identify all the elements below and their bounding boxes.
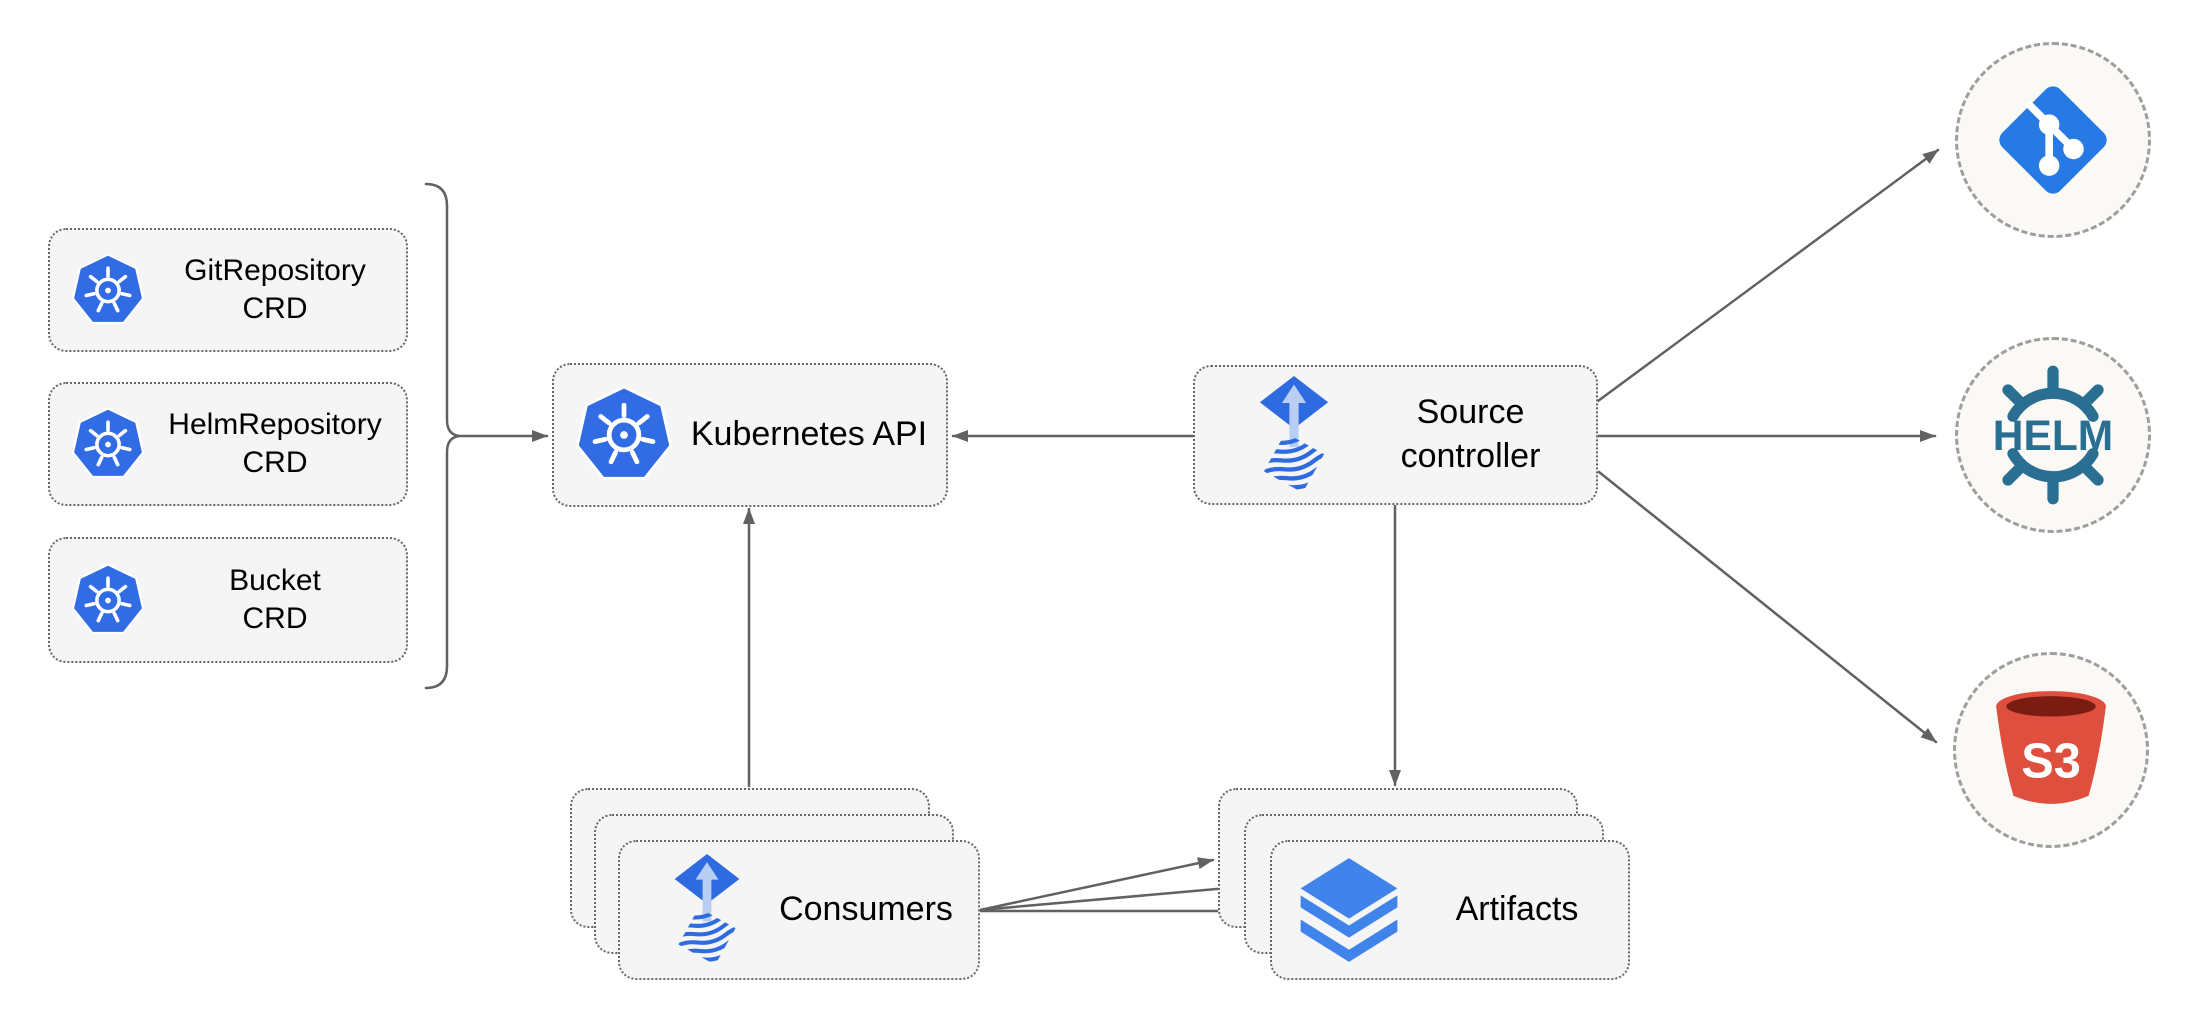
node-source-controller: Source controller	[1193, 365, 1598, 505]
s3-bucket-icon: S3	[1996, 691, 2106, 804]
crd-title: GitRepository	[184, 253, 366, 287]
flux-icon	[1243, 376, 1345, 494]
source-label-line1: Source	[1416, 393, 1525, 432]
node-label: Consumers	[779, 890, 953, 929]
node-consumers: Consumers	[618, 840, 980, 980]
kubernetes-icon	[72, 563, 144, 638]
external-helm: HELM	[1955, 337, 2151, 533]
node-bucket-crd: Bucket CRD	[48, 537, 408, 663]
git-icon	[1999, 86, 2107, 194]
arrow-source-to-s3	[1597, 470, 1938, 744]
crd-subtitle: CRD	[242, 446, 308, 479]
crd-subtitle: CRD	[242, 292, 308, 325]
node-label: Kubernetes API	[690, 415, 928, 454]
crd-title: Bucket	[229, 563, 321, 597]
kubernetes-icon	[72, 407, 144, 482]
node-label: Source controller	[1345, 391, 1596, 478]
node-label: Artifacts	[1455, 890, 1579, 929]
node-artifacts: Artifacts	[1270, 840, 1630, 980]
external-git	[1955, 42, 2151, 238]
flux-icon	[660, 854, 754, 966]
s3-wordmark: S3	[2021, 734, 2081, 788]
helm-wordmark: HELM	[1993, 413, 2113, 460]
arrow-source-to-git	[1596, 148, 1940, 403]
source-label-line2: controller	[1400, 437, 1541, 475]
node-label: GitRepository CRD	[144, 252, 406, 329]
arrow-consumers-to-artifacts-1	[978, 857, 1215, 912]
crd-title: HelmRepository	[168, 407, 382, 441]
kubernetes-icon	[72, 253, 144, 328]
node-helmrepository-crd: HelmRepository CRD	[48, 382, 408, 506]
layers-icon	[1300, 858, 1398, 962]
node-kubernetes-api: Kubernetes API	[552, 363, 948, 507]
node-label: Bucket CRD	[144, 562, 406, 639]
crd-subtitle: CRD	[242, 602, 308, 635]
node-label: HelmRepository CRD	[144, 406, 406, 483]
node-gitrepository-crd: GitRepository CRD	[48, 228, 408, 352]
crd-group-bracket	[424, 182, 461, 690]
external-s3: S3	[1953, 652, 2149, 848]
kubernetes-icon	[576, 385, 672, 485]
arrow-consumers-to-artifacts-2	[978, 882, 1241, 912]
helm-icon: HELM	[1993, 365, 2113, 505]
